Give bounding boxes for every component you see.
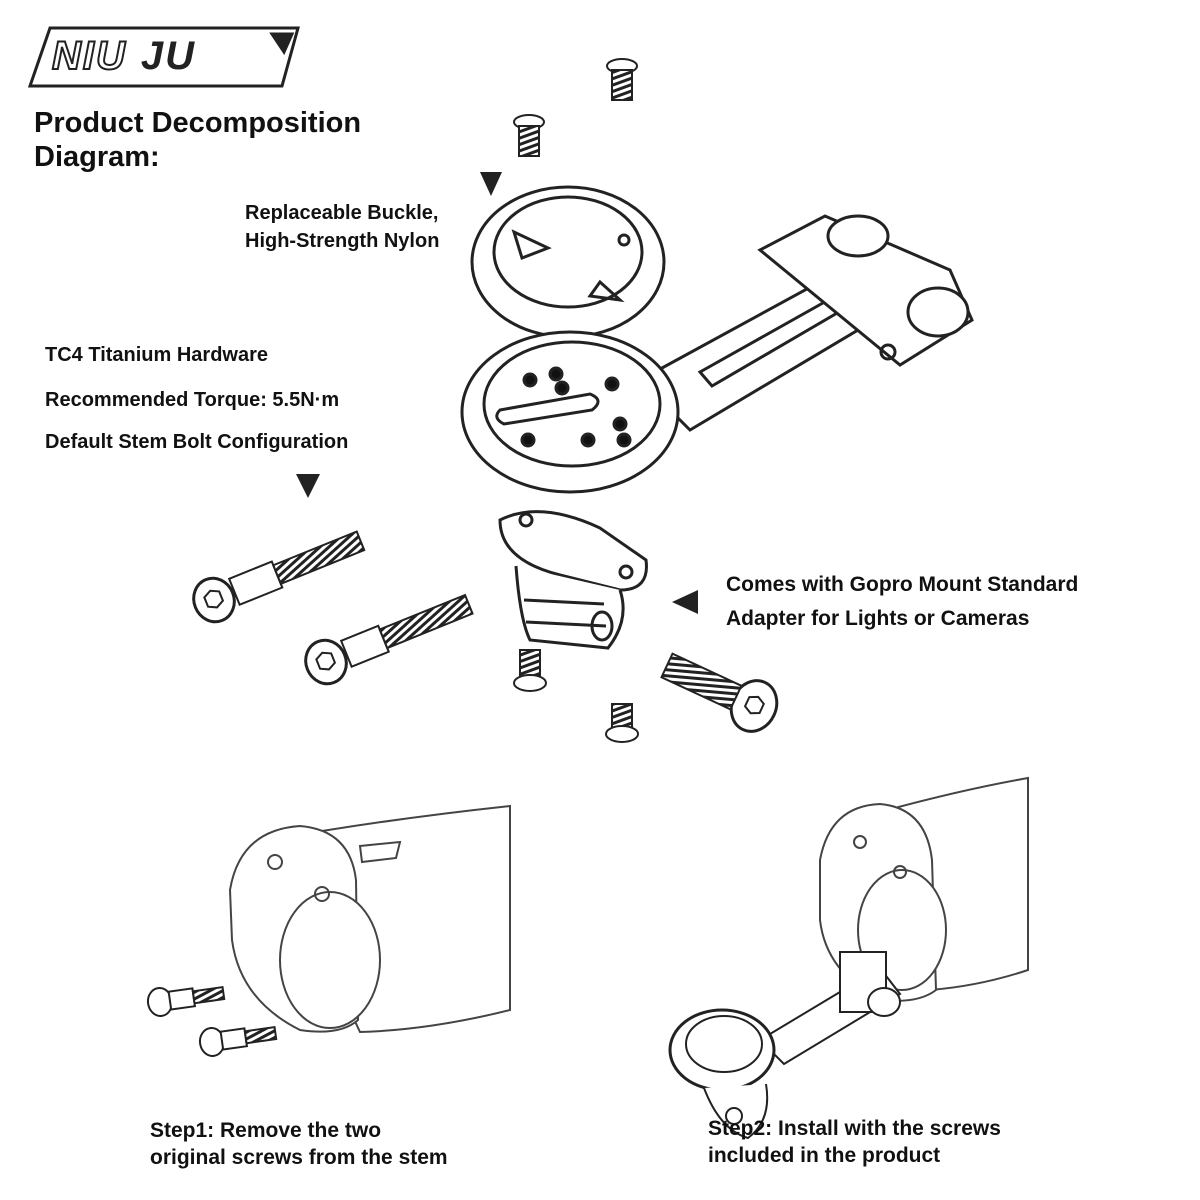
logo-frame — [27, 26, 300, 88]
brand-logo: NIU JU — [51, 33, 197, 79]
main-cradle — [460, 330, 680, 494]
short-screw-1 — [513, 649, 547, 692]
step1-screw-1 — [146, 986, 226, 1017]
title-line-2: Diagram: — [34, 141, 160, 173]
long-bolt-2 — [304, 593, 474, 686]
arrow-bolt — [296, 474, 320, 498]
step1-screw-2 — [198, 1026, 278, 1057]
buckle-ring — [470, 185, 666, 339]
logo-text-b: JU — [140, 34, 197, 78]
gopro-label-line-1: Comes with Gopro Mount Standard — [726, 573, 1079, 596]
step2-stem — [819, 776, 1029, 1002]
tc4-label: TC4 Titanium Hardware — [45, 344, 269, 366]
logo-text-a: NIU — [51, 33, 127, 79]
arrow-gopro — [672, 590, 698, 614]
step2-line-1: Step2: Install with the screws — [708, 1117, 1001, 1140]
buckle-label-line-2: High-Strength Nylon — [245, 230, 440, 252]
step2-line-2: included in the product — [708, 1144, 941, 1167]
gopro-label: Comes with Gopro Mount Standard Adapter … — [726, 568, 1078, 636]
mount-arm — [637, 214, 974, 432]
page-title: Product Decomposition Diagram: — [34, 106, 361, 174]
torque-label: Recommended Torque: 5.5N·m — [45, 389, 340, 411]
step2-mount — [668, 951, 902, 1140]
gopro-adapter — [498, 510, 648, 650]
step1-line-1: Step1: Remove the two — [150, 1119, 382, 1142]
title-line-1: Product Decomposition — [34, 107, 362, 139]
step1-stem — [228, 804, 511, 1034]
long-bolt-1 — [192, 530, 366, 624]
top-screw-1 — [606, 58, 638, 101]
step1-caption: Step1: Remove the two original screws fr… — [150, 1117, 448, 1171]
top-screw-2 — [513, 114, 545, 157]
short-screw-2 — [605, 703, 639, 743]
buckle-label: Replaceable Buckle, High-Strength Nylon — [245, 199, 439, 255]
arrow-buckle — [480, 172, 502, 196]
buckle-label-line-1: Replaceable Buckle, — [245, 202, 439, 224]
gopro-label-line-2: Adapter for Lights or Cameras — [726, 607, 1030, 630]
step2-caption: Step2: Install with the screws included … — [708, 1115, 1001, 1169]
gopro-bolt — [660, 652, 779, 733]
step1-line-2: original screws from the stem — [150, 1146, 448, 1169]
bolt-config-label: Default Stem Bolt Configuration — [45, 431, 349, 453]
